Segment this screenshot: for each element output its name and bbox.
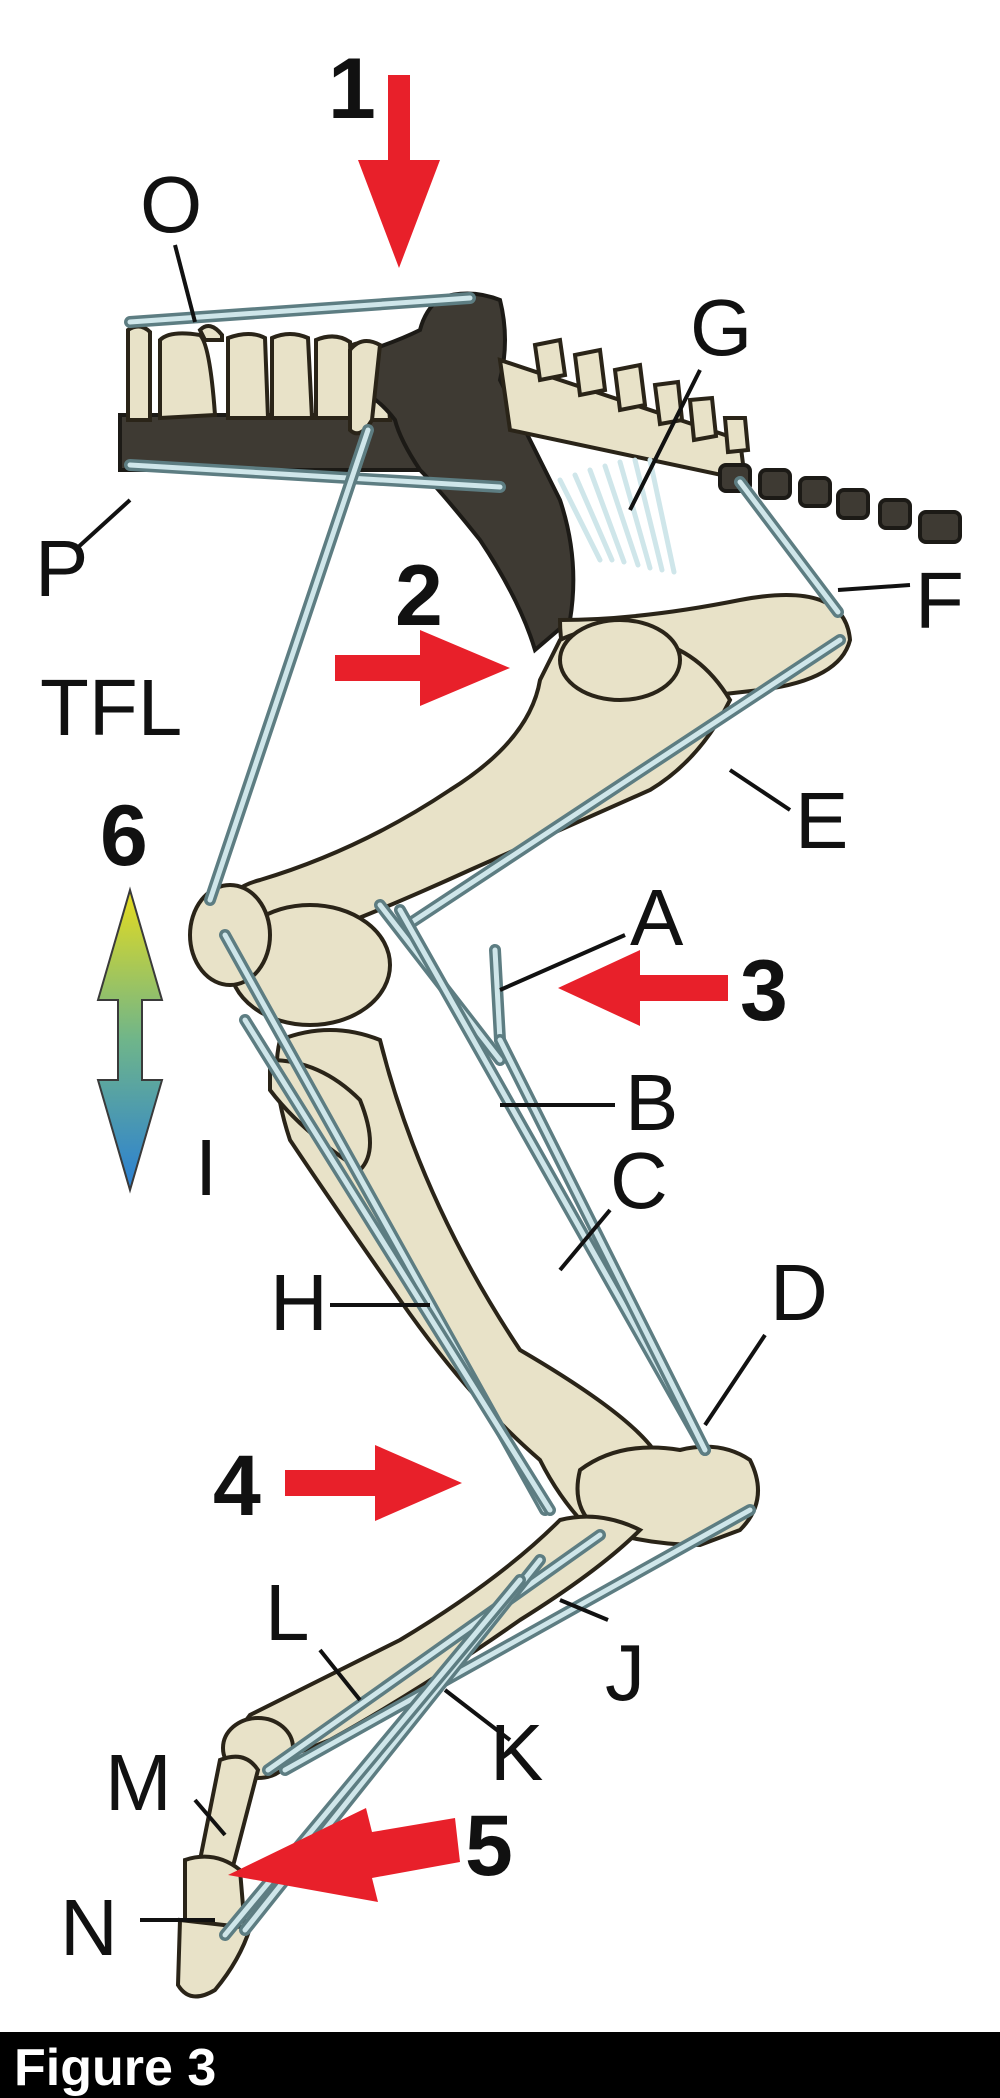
arrow-5 (228, 1808, 460, 1902)
arrow-number-1: 1 (328, 41, 376, 137)
label-g: G (690, 283, 752, 372)
arrow-number-3: 3 (740, 943, 788, 1039)
label-h: H (270, 1258, 328, 1347)
arrow-number-5: 5 (465, 1798, 513, 1894)
arrow-1 (358, 75, 440, 268)
arrow-2 (335, 630, 510, 706)
label-d: D (770, 1248, 828, 1337)
label-m: M (105, 1738, 172, 1827)
label-c: C (610, 1136, 668, 1225)
caudal-vertebrae (718, 463, 962, 544)
arrow-number-4: 4 (213, 1438, 261, 1534)
label-i: I (195, 1123, 217, 1212)
label-l: L (265, 1568, 310, 1657)
leader-lines (73, 244, 911, 1922)
label-k: K (490, 1708, 543, 1797)
label-e: E (795, 776, 848, 865)
label-o: O (140, 160, 202, 249)
double-arrow-6 (96, 886, 164, 1194)
label-p: P (35, 524, 88, 613)
arrow-3 (558, 950, 728, 1026)
label-b: B (625, 1058, 678, 1147)
caption-bar (0, 2032, 1000, 2098)
label-f: F (915, 556, 964, 645)
arrow-number-2: 2 (395, 548, 443, 644)
figure-caption: Figure 3 (14, 2039, 216, 2097)
label-j: J (605, 1628, 645, 1717)
arrow-number-6: 6 (100, 788, 148, 884)
arrow-4 (285, 1445, 462, 1521)
label-n: N (60, 1883, 118, 1972)
label-tfl: TFL (40, 663, 182, 752)
label-a: A (630, 873, 684, 962)
